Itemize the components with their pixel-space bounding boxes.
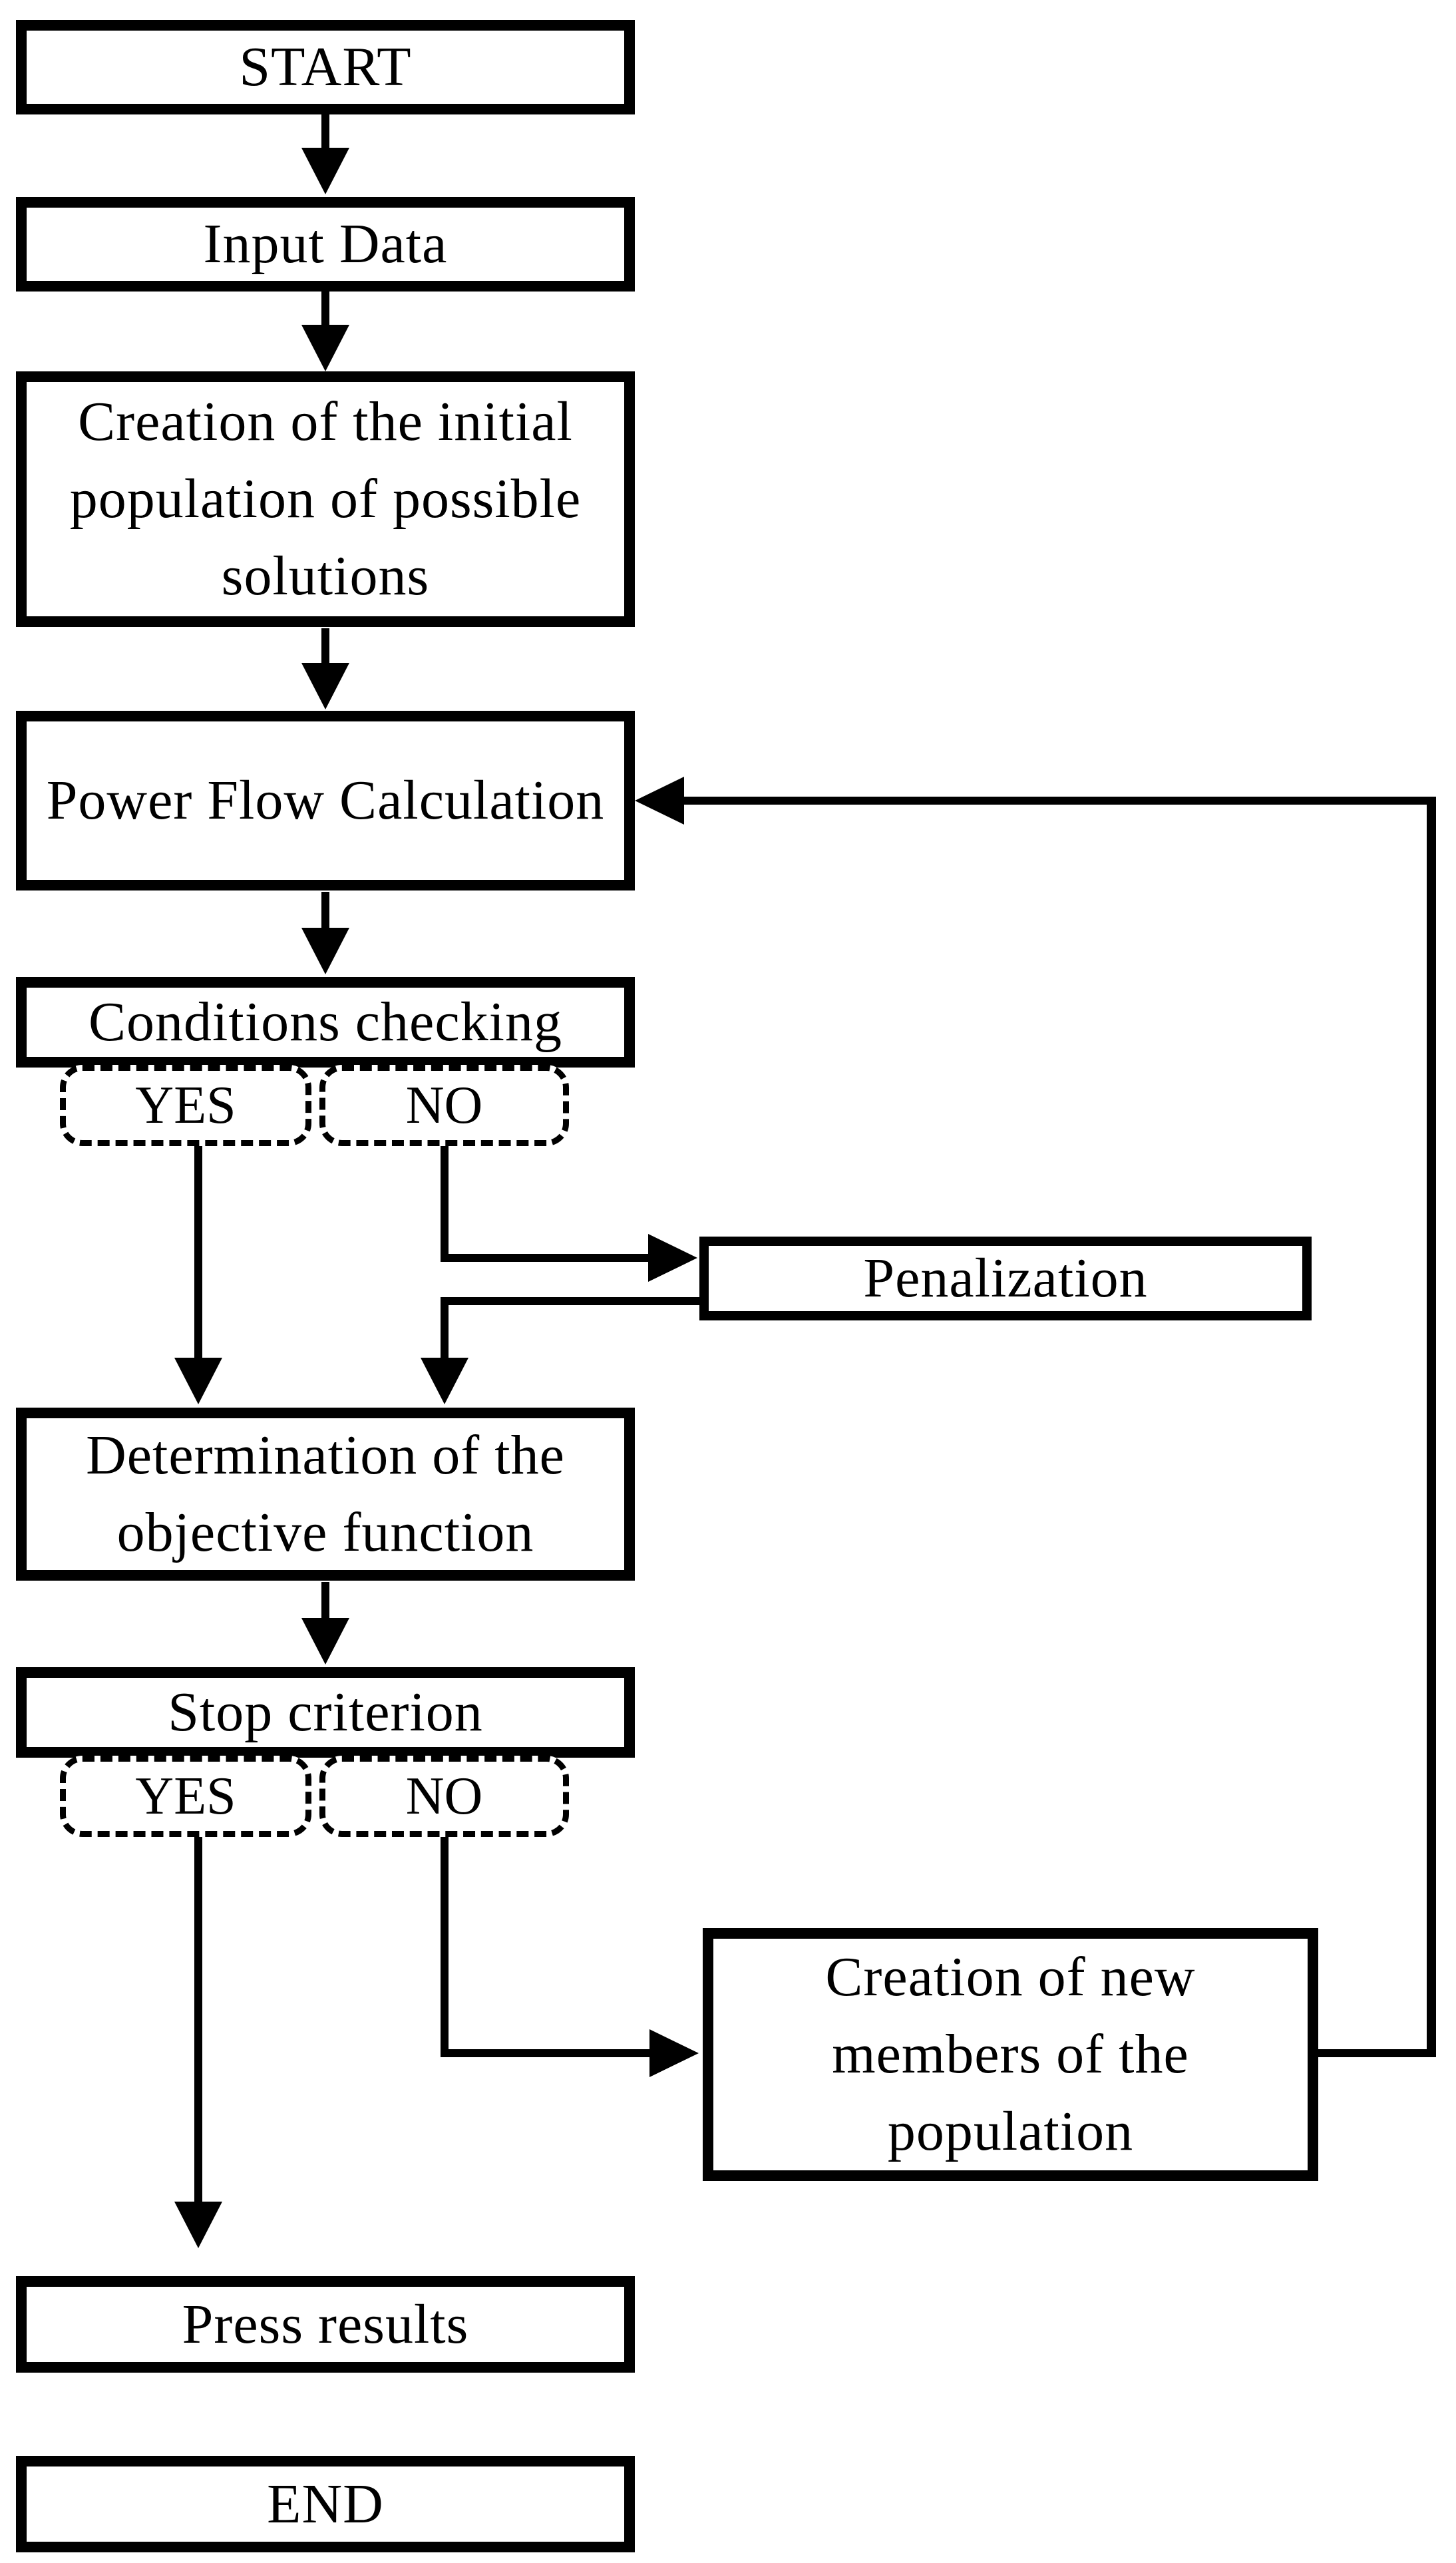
arrowhead-right-icon [649,2029,699,2077]
arrow-shaft [321,628,329,666]
arrow-shaft [684,797,1436,805]
arrowhead-down-icon [421,1358,468,1404]
arrow-shaft [1427,797,1436,2057]
arrow-shaft [321,292,329,326]
node-conditions-yes-label: YES [135,1076,236,1135]
node-stop-no: NO [319,1756,569,1837]
node-stop-criterion: Stop criterion [16,1667,635,1758]
arrowhead-down-icon [301,663,349,709]
node-conditions-checking-label: Conditions checking [89,991,562,1054]
arrowhead-down-icon [301,325,349,371]
arrowhead-down-icon [174,2202,222,2248]
arrow-shaft [1318,2049,1436,2057]
arrow-shaft [441,1297,449,1359]
arrow-shaft [441,1146,449,1262]
node-end-label: END [267,2472,384,2535]
node-start-label: START [239,36,412,99]
arrowhead-down-icon [301,1618,349,1665]
node-creation-initial-population-label: Creation of the initial population of po… [69,391,582,607]
node-determination-objective-function: Determination of the objective function [16,1408,635,1581]
node-creation-new-members-label: Creation of new members of the populatio… [825,1946,1196,2162]
node-input-data: Input Data [16,197,635,292]
node-penalization-label: Penalization [863,1247,1148,1310]
arrowhead-down-icon [174,1358,222,1404]
node-determination-objective-function-label: Determination of the objective function [86,1424,565,1563]
arrowhead-right-icon [648,1234,697,1282]
arrow-shaft [194,1837,202,2204]
node-end: END [16,2456,635,2552]
arrow-shaft [441,1297,699,1305]
node-stop-yes: YES [60,1756,311,1837]
arrow-shaft [441,1837,449,2057]
arrow-shaft [194,1146,202,1360]
arrow-shaft [441,2049,651,2057]
node-input-data-label: Input Data [203,213,448,276]
node-press-results-label: Press results [182,2293,469,2355]
node-stop-no-label: NO [405,1766,483,1826]
arrowhead-down-icon [301,928,349,974]
node-creation-initial-population: Creation of the initial population of po… [16,371,635,627]
node-conditions-no: NO [319,1065,569,1146]
node-conditions-checking: Conditions checking [16,977,635,1068]
arrowhead-down-icon [301,148,349,194]
node-press-results: Press results [16,2276,635,2373]
node-conditions-yes: YES [60,1065,311,1146]
node-penalization: Penalization [699,1237,1312,1320]
node-stop-criterion-label: Stop criterion [168,1681,483,1744]
arrow-shaft [321,1582,329,1619]
node-power-flow-calculation: Power Flow Calculation [16,711,635,890]
arrow-shaft [321,114,329,149]
node-start: START [16,20,635,114]
node-creation-new-members: Creation of new members of the populatio… [703,1928,1318,2181]
node-stop-yes-label: YES [135,1766,236,1826]
arrowhead-left-icon [635,777,684,825]
arrow-shaft [321,892,329,930]
arrow-shaft [441,1254,649,1262]
node-conditions-no-label: NO [405,1076,483,1135]
node-power-flow-calculation-label: Power Flow Calculation [46,769,605,832]
